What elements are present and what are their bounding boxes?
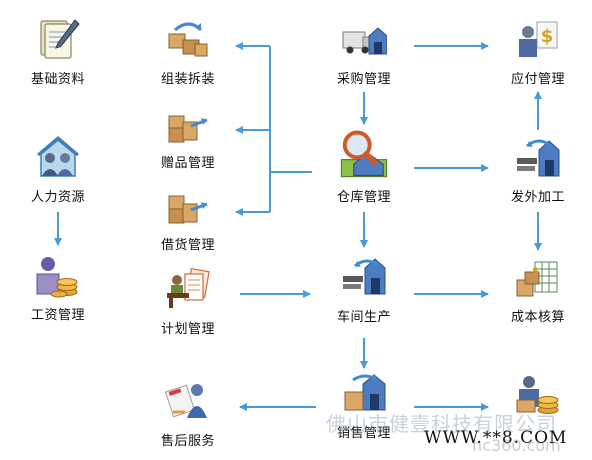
- watermark-company: 佛山市健壹科技有限公司: [326, 412, 557, 436]
- node-purchase[interactable]: 采购管理: [314, 16, 414, 87]
- node-warehouse[interactable]: 仓库管理: [314, 130, 414, 205]
- node-basic-data-label: 基础资料: [30, 72, 85, 87]
- people-house-icon: [37, 136, 79, 177]
- node-borrow-label: 借货管理: [160, 238, 215, 253]
- magnifier-warehouse-icon: [340, 130, 388, 178]
- boxes-sheet-icon: $: [516, 261, 558, 297]
- node-assembly-label: 组装拆装: [160, 72, 215, 87]
- document-pen-icon: [40, 19, 80, 59]
- node-sales-label: 销售管理: [336, 426, 391, 441]
- watermark-web: WWW.**8.COM: [424, 428, 568, 448]
- node-salary[interactable]: 工资管理: [8, 252, 108, 323]
- node-cost[interactable]: $ 成本核算: [488, 254, 588, 325]
- node-human-resources-label: 人力资源: [30, 190, 85, 205]
- node-plan-label: 计划管理: [160, 322, 215, 337]
- person-coins-icon: [36, 257, 78, 298]
- tools-warehouse-icon: [517, 139, 560, 177]
- node-gift-label: 赠品管理: [160, 156, 215, 171]
- person-dollar-icon: $: [519, 21, 558, 57]
- node-outsource-label: 发外加工: [510, 190, 565, 205]
- tools-warehouse-icon: [343, 258, 386, 295]
- boxes-arrow-icon: [168, 195, 208, 224]
- watermark-domain: hc360.com: [472, 436, 561, 455]
- node-warehouse-label: 仓库管理: [336, 190, 391, 205]
- node-payable-label: 应付管理: [510, 72, 565, 87]
- node-purchase-label: 采购管理: [336, 72, 391, 87]
- node-sales[interactable]: 销售管理: [314, 370, 414, 441]
- node-after-sales-label: 售后服务: [160, 434, 215, 449]
- box-warehouse-icon: [344, 374, 386, 411]
- node-workshop[interactable]: 车间生产: [314, 254, 414, 325]
- node-plan[interactable]: 计划管理: [138, 266, 238, 337]
- svg-text:$: $: [541, 26, 554, 47]
- boxes-arrow-icon: [168, 22, 208, 57]
- service-person-icon: [165, 384, 207, 418]
- node-outsource[interactable]: 发外加工: [488, 134, 588, 205]
- boxes-arrow-icon: [168, 115, 208, 143]
- node-workshop-label: 车间生产: [336, 310, 391, 325]
- person-desk-icon: [167, 267, 210, 308]
- node-receivable[interactable]: [488, 370, 588, 440]
- node-basic-data[interactable]: 基础资料: [8, 16, 108, 87]
- node-after-sales[interactable]: 售后服务: [138, 378, 238, 449]
- truck-warehouse-icon: [342, 27, 387, 55]
- node-borrow[interactable]: 借货管理: [138, 182, 238, 253]
- node-payable[interactable]: $ 应付管理: [488, 16, 588, 87]
- svg-text:$: $: [532, 266, 539, 277]
- node-salary-label: 工资管理: [30, 308, 85, 323]
- node-assembly[interactable]: 组装拆装: [138, 16, 238, 87]
- person-coins-icon: [516, 376, 559, 414]
- node-gift[interactable]: 赠品管理: [138, 100, 238, 171]
- node-human-resources[interactable]: 人力资源: [8, 134, 108, 205]
- node-cost-label: 成本核算: [510, 310, 565, 325]
